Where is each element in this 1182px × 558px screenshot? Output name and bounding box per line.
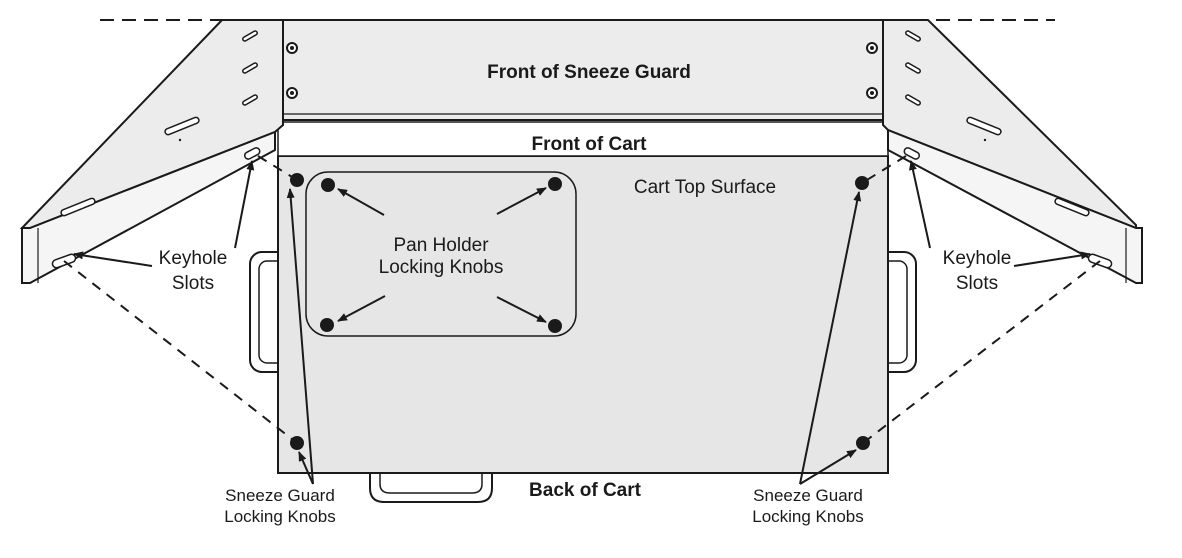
sneeze-guard-knobs-left-line2: Locking Knobs [224, 507, 336, 526]
keyhole-slots-left-line2: Slots [172, 273, 214, 294]
pan-holder-label-line1: Pan Holder [393, 235, 489, 256]
cart-back-handle [369, 470, 493, 503]
alignment-dashed-lines [63, 155, 1101, 444]
cart-top-surface-label: Cart Top Surface [634, 177, 776, 198]
pan-holder-label-line2: Locking Knobs [379, 257, 504, 278]
keyhole-slots-left-line1: Keyhole [159, 248, 228, 269]
callout-arrows [73, 160, 1091, 485]
front-sneeze-guard-panel [282, 19, 884, 121]
front-panel-screw-icon [286, 42, 878, 99]
right-side-sneeze-guard-panel [882, 19, 1143, 284]
pan-holder-area [305, 171, 577, 337]
sneeze-guard-knobs-right-line2: Locking Knobs [752, 507, 864, 526]
keyhole-slots-right-line2: Slots [956, 273, 998, 294]
keyhole-slots-right-line1: Keyhole [943, 248, 1012, 269]
pan-holder-locking-knob [320, 177, 562, 333]
left-side-sneeze-guard-panel [19, 19, 284, 284]
sneeze-guard-knobs-left-line1: Sneeze Guard [225, 486, 335, 505]
back-of-cart-label: Back of Cart [529, 480, 642, 501]
front-of-cart-label: Front of Cart [531, 134, 647, 155]
front-of-sneeze-guard-label: Front of Sneeze Guard [487, 62, 691, 83]
sneeze-guard-locking-knob [290, 173, 870, 450]
cart-top-surface [277, 155, 889, 474]
sneeze-guard-knobs-right-line1: Sneeze Guard [753, 486, 863, 505]
front-of-cart-strip [277, 121, 889, 157]
